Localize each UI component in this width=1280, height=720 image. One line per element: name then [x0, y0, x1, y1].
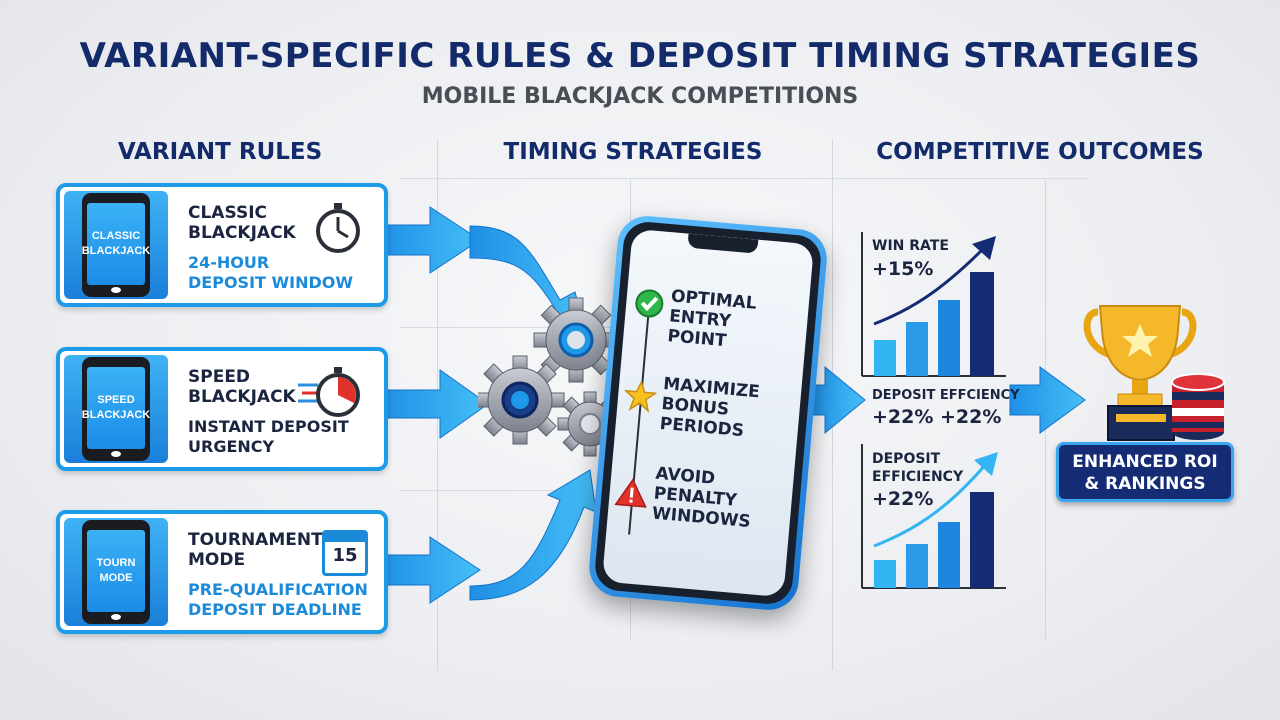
efficiency-values: +22% +22% [872, 406, 1002, 428]
calendar-icon: 15 [322, 530, 368, 576]
strategy-label: PERIODS [658, 413, 745, 442]
variant-title: BLACKJACK [188, 223, 296, 243]
chart-label: DEPOSIT [872, 451, 941, 467]
chart-bar [970, 492, 994, 588]
chart-bar [938, 300, 960, 376]
chart-value: +22% [872, 488, 934, 510]
chart-bar [970, 272, 994, 376]
result-label: ENHANCED ROI [1072, 452, 1218, 472]
chart-label: WIN RATE [872, 238, 949, 254]
chart-bar [874, 340, 896, 376]
stopwatch-icon [316, 203, 360, 253]
variant-title: TOURNAMENT [188, 530, 323, 550]
column-heading-timing: TIMING STRATEGIES [503, 139, 763, 165]
column-heading-variant: VARIANT RULES [117, 139, 323, 165]
screen-label: BLACKJACK [81, 409, 151, 421]
strategy-label: POINT [666, 326, 728, 352]
variant-rule: DEPOSIT DEADLINE [188, 600, 362, 619]
chart-bar [906, 544, 928, 588]
deposit-efficiency-chart [861, 444, 1006, 589]
screen-label: CLASSIC [91, 230, 141, 242]
result-label: & RANKINGS [1084, 474, 1206, 494]
poker-chips-icon [1171, 373, 1225, 440]
chart-bar [906, 322, 928, 376]
chart-label: EFFICIENCY [872, 469, 964, 485]
variant-title: BLACKJACK [188, 387, 296, 407]
variant-rule: URGENCY [188, 437, 275, 456]
check-icon [635, 289, 664, 318]
column-heading-outcomes: COMPETITIVE OUTCOMES [876, 139, 1204, 165]
screen-label: MODE [99, 572, 133, 584]
phone-icon: CLASSIC BLACKJACK [64, 191, 168, 299]
variant-title: CLASSIC [188, 203, 267, 223]
variant-rule: INSTANT DEPOSIT [188, 417, 349, 436]
screen-label: SPEED [97, 394, 135, 406]
star-icon [623, 380, 658, 413]
chart-bar [938, 522, 960, 588]
grid-line [400, 490, 630, 491]
calendar-day: 15 [332, 545, 358, 566]
grid-line [400, 178, 1090, 179]
page-title: VARIANT-SPECIFIC RULES & DEPOSIT TIMING … [79, 36, 1201, 76]
arrow-speed [379, 369, 489, 439]
arrow-to-outcomes [809, 365, 866, 435]
variant-rule: DEPOSIT WINDOW [188, 273, 354, 292]
chart-bar [874, 560, 896, 588]
page-subtitle: MOBILE BLACKJACK COMPETITIONS [421, 84, 859, 109]
variant-rule: 24-HOUR [188, 253, 270, 272]
efficiency-label: DEPOSIT EFFCIENCY [872, 388, 1020, 403]
arrow-to-result [1009, 366, 1086, 434]
strategy-label: WINDOWS [651, 503, 752, 533]
chart-value: +15% [872, 258, 934, 280]
result-badge: ENHANCED ROI & RANKINGS [1056, 442, 1234, 502]
phone-icon: TOURN MODE [64, 518, 168, 626]
phone-icon: SPEED BLACKJACK [64, 355, 168, 463]
screen-label: BLACKJACK [81, 245, 151, 257]
fast-timer-icon [298, 367, 360, 417]
trophy-icon [1083, 305, 1225, 441]
warning-icon [614, 478, 647, 508]
variant-title: SPEED [188, 367, 251, 387]
grid-line [400, 327, 630, 328]
variant-title: MODE [188, 550, 246, 570]
arrow-tournament [379, 469, 597, 604]
screen-label: TOURN [96, 557, 136, 569]
win-rate-chart [861, 232, 1006, 377]
variant-rule: PRE-QUALIFICATION [188, 580, 368, 599]
